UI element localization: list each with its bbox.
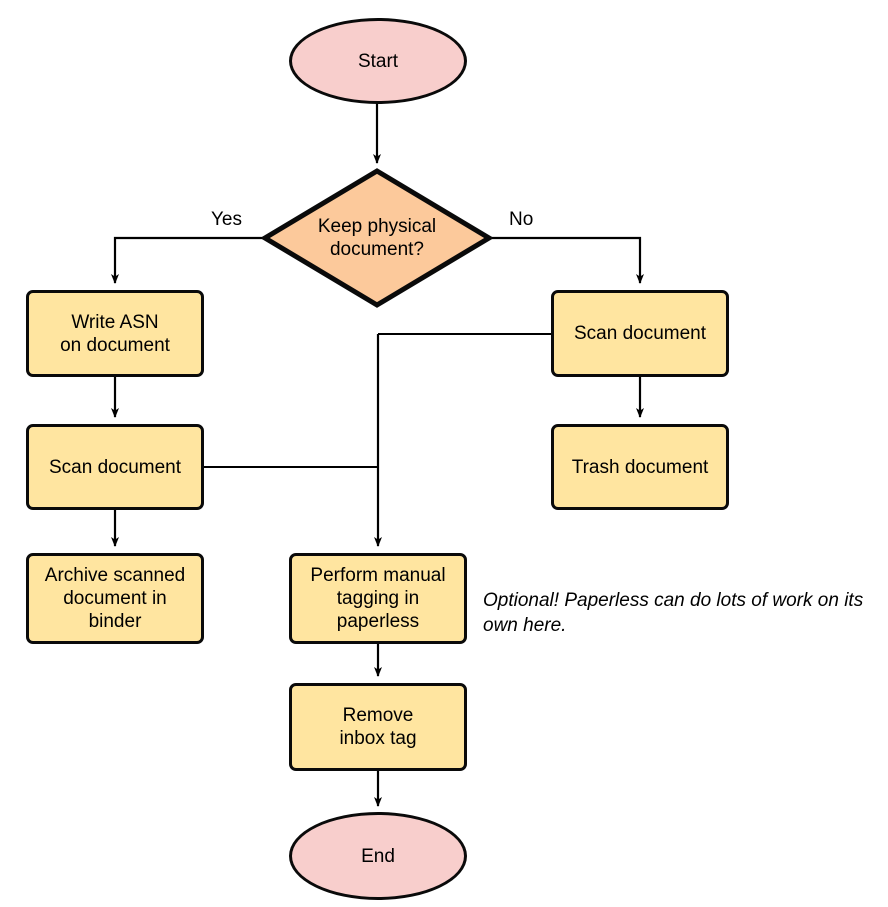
edge-decision-to-write-asn [111,236,263,284]
node-archive-scanned-document[interactable]: Archive scanned document in binder [26,553,204,644]
node-scan-document-right[interactable]: Scan document [551,290,729,377]
node-remove-inbox-tag-label: Remove inbox tag [339,705,417,749]
node-trash-document[interactable]: Trash document [551,424,729,510]
edge-label-yes: Yes [211,209,242,230]
edge-label-no: No [509,209,534,230]
node-scan-document-left[interactable]: Scan document [26,424,204,510]
node-end[interactable]: End [289,812,467,900]
node-start[interactable]: Start [289,18,467,104]
node-trash-document-label: Trash document [571,456,709,478]
node-end-label: End [361,845,395,867]
node-scan-document-left-label: Scan document [48,456,182,478]
node-write-asn-label: Write ASN on document [60,311,170,356]
node-perform-manual-tagging[interactable]: Perform manual tagging in paperless [289,553,467,644]
node-start-label: Start [357,50,399,72]
diamond-shape [262,168,492,308]
edge-decision-to-scan-right [490,236,644,284]
optional-note: Optional! Paperless can do lots of work … [483,590,864,636]
node-remove-inbox-tag[interactable]: Remove inbox tag [289,683,467,771]
node-scan-document-right-label: Scan document [573,323,707,344]
node-write-asn-on-document[interactable]: Write ASN on document [26,290,204,377]
node-manual-tagging-label: Perform manual tagging in paperless [310,565,446,632]
node-decision-label: Keep physical document? [317,216,437,260]
node-archive-label: Archive scanned document in binder [44,565,186,632]
node-decision-keep-physical-document[interactable]: Keep physical document? [262,168,492,308]
